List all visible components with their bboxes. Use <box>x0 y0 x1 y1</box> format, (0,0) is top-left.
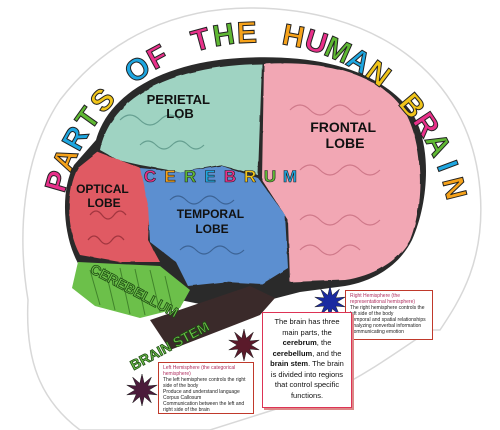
parietal-line2: LOB <box>166 106 193 121</box>
frontal-lobe-shape <box>262 63 420 283</box>
left-hemisphere-note: Left Hemisphere (the categorical hemisph… <box>158 362 254 414</box>
optical-line2: LOBE <box>87 196 120 210</box>
left-note-line: Communication between the left and right… <box>163 401 245 413</box>
parietal-lobe-shape <box>100 64 262 175</box>
left-note-line: Produce and understand language <box>163 389 240 395</box>
temporal-line2: LOBE <box>195 222 228 236</box>
brain-parts-note: The brain has three main parts, the cere… <box>262 312 352 408</box>
frontal-line1: FRONTAL <box>310 119 376 135</box>
left-note-title: Left Hemisphere (the categorical hemisph… <box>163 365 236 377</box>
starburst-middle <box>228 328 260 362</box>
note-brain-stem: brain stem <box>270 359 309 368</box>
left-note-line: The left hemisphere controls the right s… <box>163 377 246 389</box>
brain-stem-shape <box>150 286 275 350</box>
cerebrum-letter: B <box>224 167 236 186</box>
cerebellum-shape <box>72 262 190 318</box>
note-text: , the <box>316 338 332 347</box>
parietal-lobe-label: PERIETAL LOB <box>147 92 214 121</box>
cerebrum-letter: U <box>264 167 276 186</box>
title-letter: H <box>280 18 307 54</box>
cerebrum-letter: M <box>283 167 297 186</box>
brain-folds <box>87 104 381 256</box>
right-note-line: Analyzing nonverbal information <box>350 323 422 329</box>
note-text: , and the <box>312 348 342 358</box>
cerebellum-stripes <box>89 267 173 316</box>
note-text: . The brain is divided into regions that… <box>270 359 344 400</box>
note-cerebrum: cerebrum <box>282 338 317 347</box>
parietal-line1: PERIETAL <box>147 92 210 107</box>
frontal-lobe-label: FRONTAL LOBE <box>310 119 379 151</box>
frontal-line2: LOBE <box>326 135 365 151</box>
cerebrum-letter: E <box>164 167 175 186</box>
optical-lobe-shape <box>69 152 160 262</box>
cerebrum-letter: R <box>244 167 256 186</box>
starburst-left <box>126 373 158 407</box>
note-text: The brain has three main parts, the <box>274 317 340 337</box>
optical-line1: OPTICAL <box>76 182 128 196</box>
note-cerebellum: cerebellum <box>272 348 313 358</box>
optical-lobe-label: OPTICAL LOBE <box>76 182 132 210</box>
title-letter: E <box>236 16 257 50</box>
temporal-lobe-label: TEMPORAL LOBE <box>177 207 247 236</box>
right-note-line: The right hemisphere controls the left s… <box>350 305 425 317</box>
cerebrum-letter: E <box>204 167 215 186</box>
right-note-line: Communicating emotion <box>350 329 404 335</box>
cerebrum-letter: C <box>144 167 156 186</box>
right-hemisphere-note: Right Hemisphere (the representational h… <box>345 290 433 340</box>
right-note-title: Right Hemisphere (the representational h… <box>350 293 416 305</box>
temporal-line1: TEMPORAL <box>177 207 244 221</box>
right-note-line: Temporal and spatial relationships <box>350 317 426 323</box>
left-note-line: Corpus Callosum <box>163 395 202 401</box>
cerebrum-letter: R <box>184 167 196 186</box>
